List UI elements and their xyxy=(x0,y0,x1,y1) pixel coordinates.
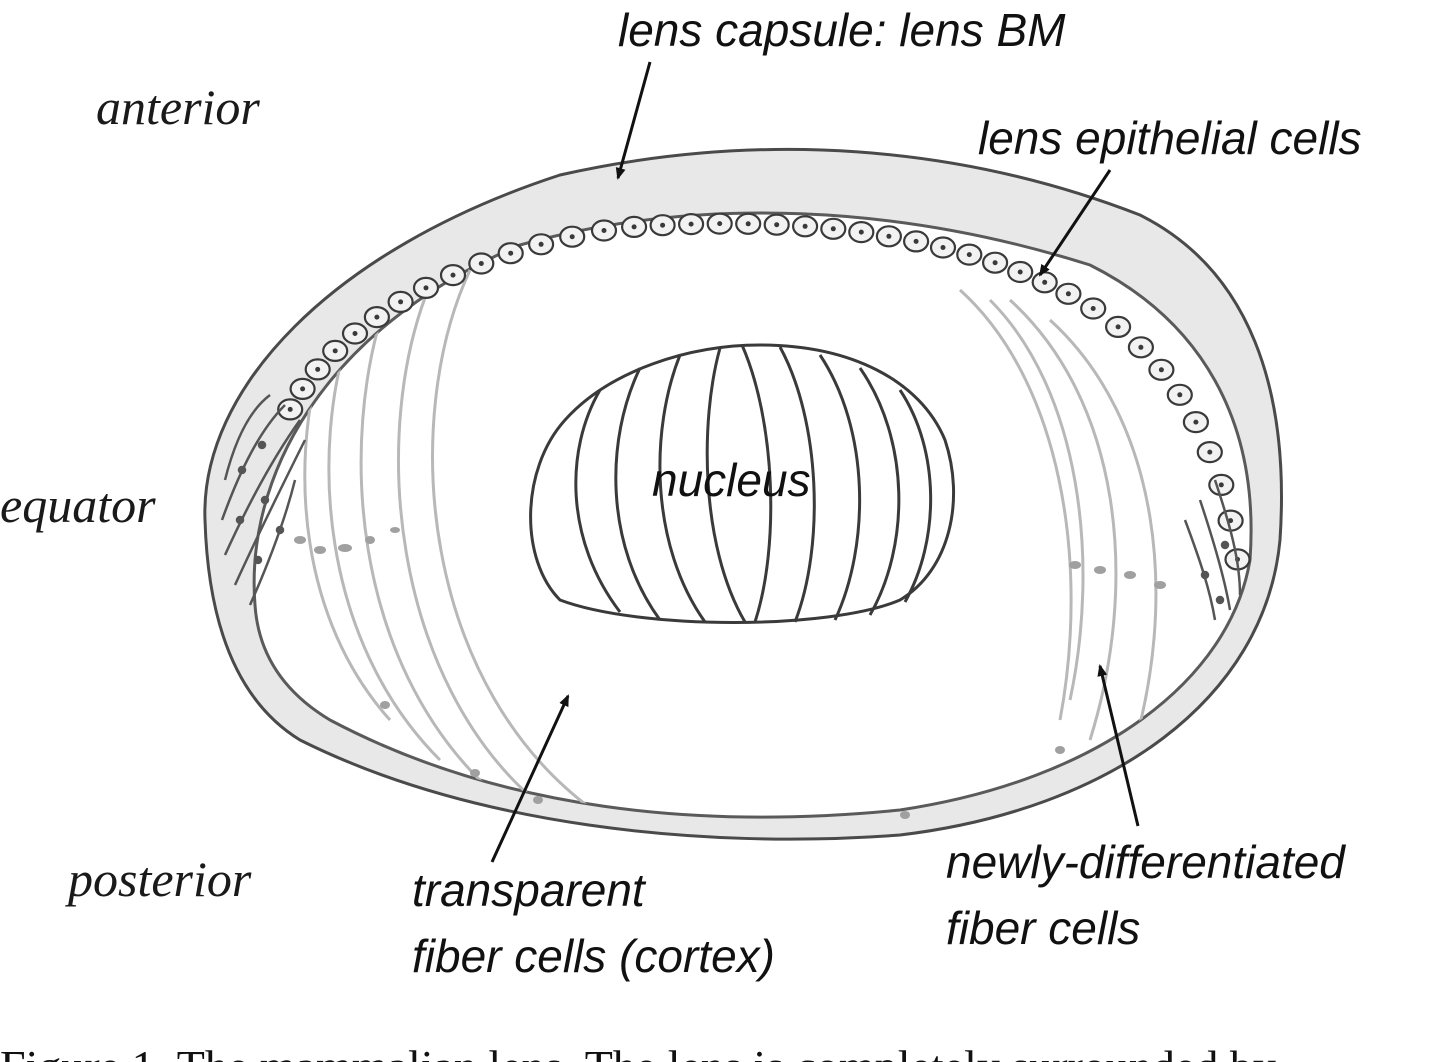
epithelial-cell-nucleus xyxy=(601,228,607,233)
nucleus xyxy=(529,343,956,624)
epithelial-cell-nucleus xyxy=(398,299,404,305)
epithelial-cell-nucleus xyxy=(802,223,808,229)
label-transparent-line2: fiber cells (cortex) xyxy=(412,930,775,982)
epithelial-cell-nucleus xyxy=(940,245,946,250)
epithelial-cell-nucleus xyxy=(1017,269,1023,275)
epithelial-cell-nucleus xyxy=(830,226,836,232)
epithelial-cell-nucleus xyxy=(332,348,338,354)
epithelial-cell-nucleus xyxy=(717,221,723,227)
epithelial-cell-nucleus xyxy=(992,260,998,266)
epithelial-cell-nucleus xyxy=(374,314,380,320)
nucleus-outline xyxy=(529,343,956,624)
epithelial-cell-nucleus xyxy=(538,241,544,247)
epithelial-cell-nucleus xyxy=(1115,324,1121,330)
epithelial-cell-nucleus xyxy=(315,366,321,372)
epithelial-cell-nucleus xyxy=(688,221,694,227)
arrow-epithelial-cells xyxy=(1038,169,1112,277)
lens-capsule xyxy=(203,147,1283,841)
label-transparent-line1: transparent xyxy=(412,864,647,916)
label-nucleus: nucleus xyxy=(652,454,811,506)
epithelial-cell-nucleus xyxy=(1090,306,1096,311)
epithelial-cell-nucleus xyxy=(660,222,666,228)
epithelial-cell-nucleus xyxy=(423,285,429,291)
epithelial-cell-nucleus xyxy=(886,233,892,239)
arrow-newly-differentiated xyxy=(1097,664,1140,827)
fiber-nuclei-marks xyxy=(294,527,1166,819)
annotation-arrows xyxy=(490,61,1140,863)
label-newly-diff-line2: fiber cells xyxy=(946,902,1140,954)
epithelial-cell-nucleus xyxy=(913,238,919,244)
epithelial-cell-nucleus xyxy=(569,234,575,240)
epithelial-cell-nucleus xyxy=(508,250,514,256)
epithelial-cell-nucleus xyxy=(745,221,751,227)
epithelial-cell-nucleus xyxy=(1065,291,1071,297)
arrow-transparent-fiber xyxy=(490,694,570,863)
epithelial-cell-nucleus xyxy=(1158,367,1164,373)
label-lens-epithelial-cells: lens epithelial cells xyxy=(978,112,1362,164)
epithelial-cell-nucleus xyxy=(1177,392,1183,398)
label-newly-diff-line1: newly-differentiated xyxy=(946,836,1346,888)
epithelial-cell-nucleus xyxy=(1042,279,1048,285)
label-posterior: posterior xyxy=(65,851,252,907)
equatorial-cells-right xyxy=(1183,479,1242,621)
epithelial-cell-nucleus xyxy=(1193,419,1199,425)
epithelial-cell-nucleus xyxy=(478,261,484,266)
label-anterior: anterior xyxy=(96,79,260,135)
arrow-lens-capsule xyxy=(615,61,652,180)
epithelial-cell-nucleus xyxy=(774,222,780,228)
epithelial-cell-nucleus xyxy=(287,406,293,412)
epithelial-cell-nucleus xyxy=(1218,482,1224,488)
epithelial-cell-nucleus xyxy=(966,252,972,258)
epithelial-cell-nucleus xyxy=(1207,449,1213,455)
figure-caption: Figure 1. The mammalian lens. The lens i… xyxy=(0,1041,1276,1062)
label-equator: equator xyxy=(0,477,156,533)
epithelial-cell-nucleus xyxy=(300,386,306,392)
equatorial-cells-left xyxy=(220,394,307,606)
epithelial-cell-nucleus xyxy=(1138,344,1144,350)
epithelial-cell-nucleus xyxy=(858,229,864,235)
label-lens-capsule: lens capsule: lens BM xyxy=(618,4,1066,56)
epithelial-cell-nucleus xyxy=(450,272,456,278)
epithelial-cell-nucleus xyxy=(631,224,637,230)
epithelial-cell-nucleus xyxy=(352,331,358,336)
